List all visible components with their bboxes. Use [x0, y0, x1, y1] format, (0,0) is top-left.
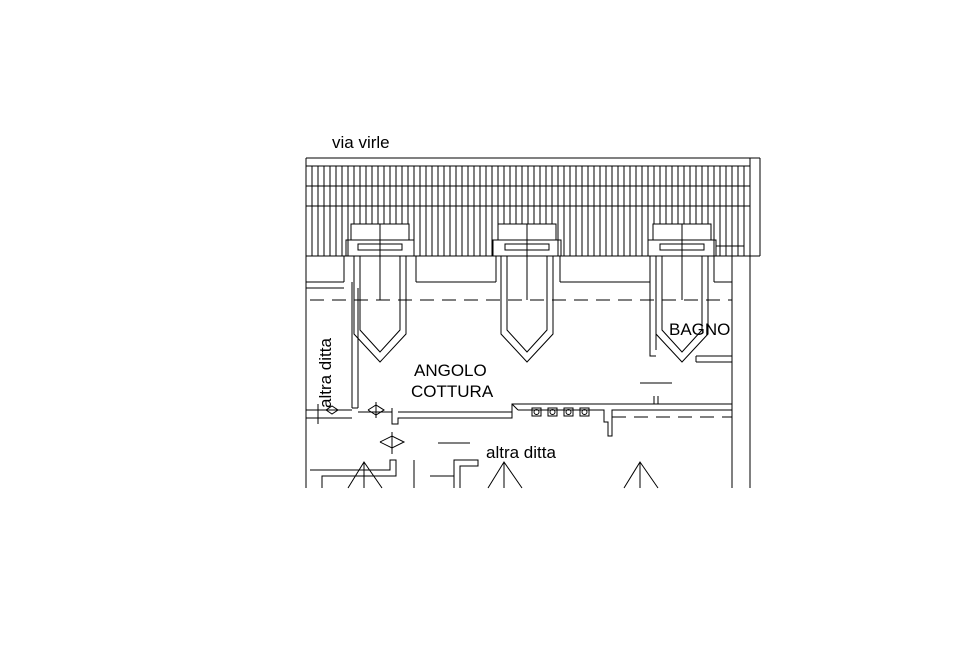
columns [345, 223, 717, 363]
left-wall [351, 282, 359, 409]
column-symbol [345, 223, 415, 363]
left-neighbor-label: altra ditta [316, 338, 335, 408]
wall-band [306, 256, 732, 289]
column-symbol [647, 223, 717, 363]
opening-markers [306, 402, 470, 454]
right-wall [731, 256, 751, 488]
kitchen-label-line2: COTTURA [411, 382, 494, 401]
column-symbol [492, 223, 562, 363]
bathroom-label: BAGNO [669, 320, 730, 339]
bathroom-walls [640, 282, 732, 405]
stove-burners [531, 407, 590, 417]
partition-wall [391, 403, 732, 437]
street-label: via virle [332, 133, 390, 152]
kitchen-label-line1: ANGOLO [414, 361, 487, 380]
bottom-neighbor-label: altra ditta [486, 443, 556, 462]
lower-rooms [310, 459, 659, 489]
